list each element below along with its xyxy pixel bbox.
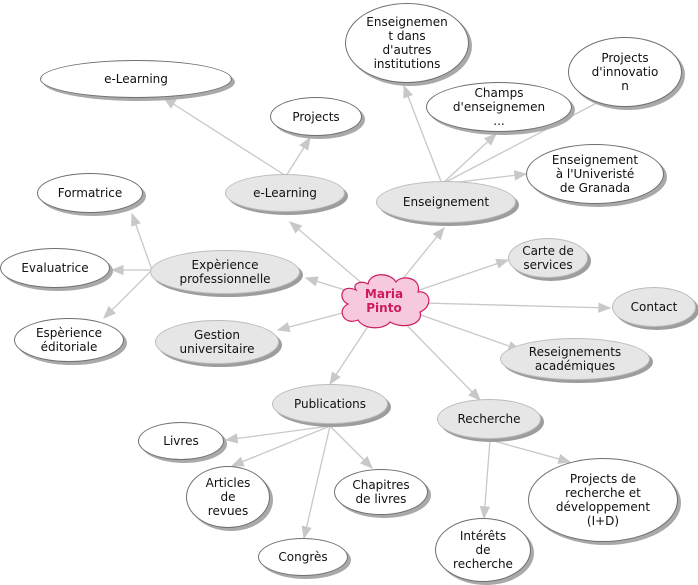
node-e-learning[interactable]: e-Learning: [225, 174, 345, 212]
node-champs-enseignement[interactable]: Champs d'enseignemen ...: [426, 82, 572, 132]
link-experience-editoriale: [103, 269, 153, 319]
link-enseignement-innovation: [441, 95, 612, 185]
node-enseignement[interactable]: Enseignement: [376, 181, 516, 223]
node-evaluatrice[interactable]: Evaluatrice: [0, 248, 110, 288]
node-reseignements-academiques[interactable]: Reseignements académiques: [500, 338, 650, 380]
link-e-learning-projects: [285, 136, 311, 177]
node-interets-de-recherche[interactable]: Intérêts de recherche: [435, 518, 531, 582]
node-projects[interactable]: Projects: [270, 97, 362, 136]
node-livres[interactable]: Livres: [138, 422, 224, 460]
node-carte-de-services[interactable]: Carte de services: [508, 238, 588, 278]
node-projects-innovation[interactable]: Projects d'innovatio n: [568, 37, 682, 107]
node-chapitres-de-livres[interactable]: Chapitres de livres: [334, 469, 428, 515]
center-cloud[interactable]: [341, 274, 430, 329]
link-publications-congres: [301, 425, 331, 540]
link-e-learning-top: [162, 97, 287, 177]
node-publications[interactable]: Publications: [272, 384, 388, 424]
link-enseignement-champs: [441, 133, 497, 185]
link-publications-articles: [230, 425, 331, 467]
link-recherche-interets: [479, 439, 491, 520]
node-enseignement-granada[interactable]: Enseignement à l'Univeristé de Granada: [526, 144, 664, 204]
node-recherche[interactable]: Recherche: [437, 399, 541, 439]
node-contact[interactable]: Contact: [612, 287, 696, 327]
node-projects-recherche-developpement[interactable]: Projects de recherche et développement (…: [528, 458, 678, 542]
node-esperience-editoriale[interactable]: Espèrience éditoriale: [14, 318, 124, 362]
link-recherche-projects-rd: [489, 439, 572, 464]
link-experience-formatrice: [131, 212, 153, 271]
node-experience-professionnelle[interactable]: Expèrience professionnelle: [150, 250, 300, 294]
center-node-label: Maria Pinto: [364, 287, 404, 315]
link-publications-chapitres: [329, 425, 373, 469]
node-articles-de-revues[interactable]: Articles de revues: [186, 466, 270, 528]
node-congres[interactable]: Congrès: [258, 538, 348, 576]
node-enseignement-autres-institutions[interactable]: Enseignemen t dans d'autres institutions: [345, 3, 469, 83]
node-gestion-universitaire[interactable]: Gestion universitaire: [155, 320, 279, 364]
link-enseignement-autres: [403, 84, 443, 185]
node-formatrice[interactable]: Formatrice: [37, 173, 143, 213]
node-e-learning-top[interactable]: e-Learning: [40, 60, 232, 98]
link-publications-livres: [224, 425, 331, 444]
